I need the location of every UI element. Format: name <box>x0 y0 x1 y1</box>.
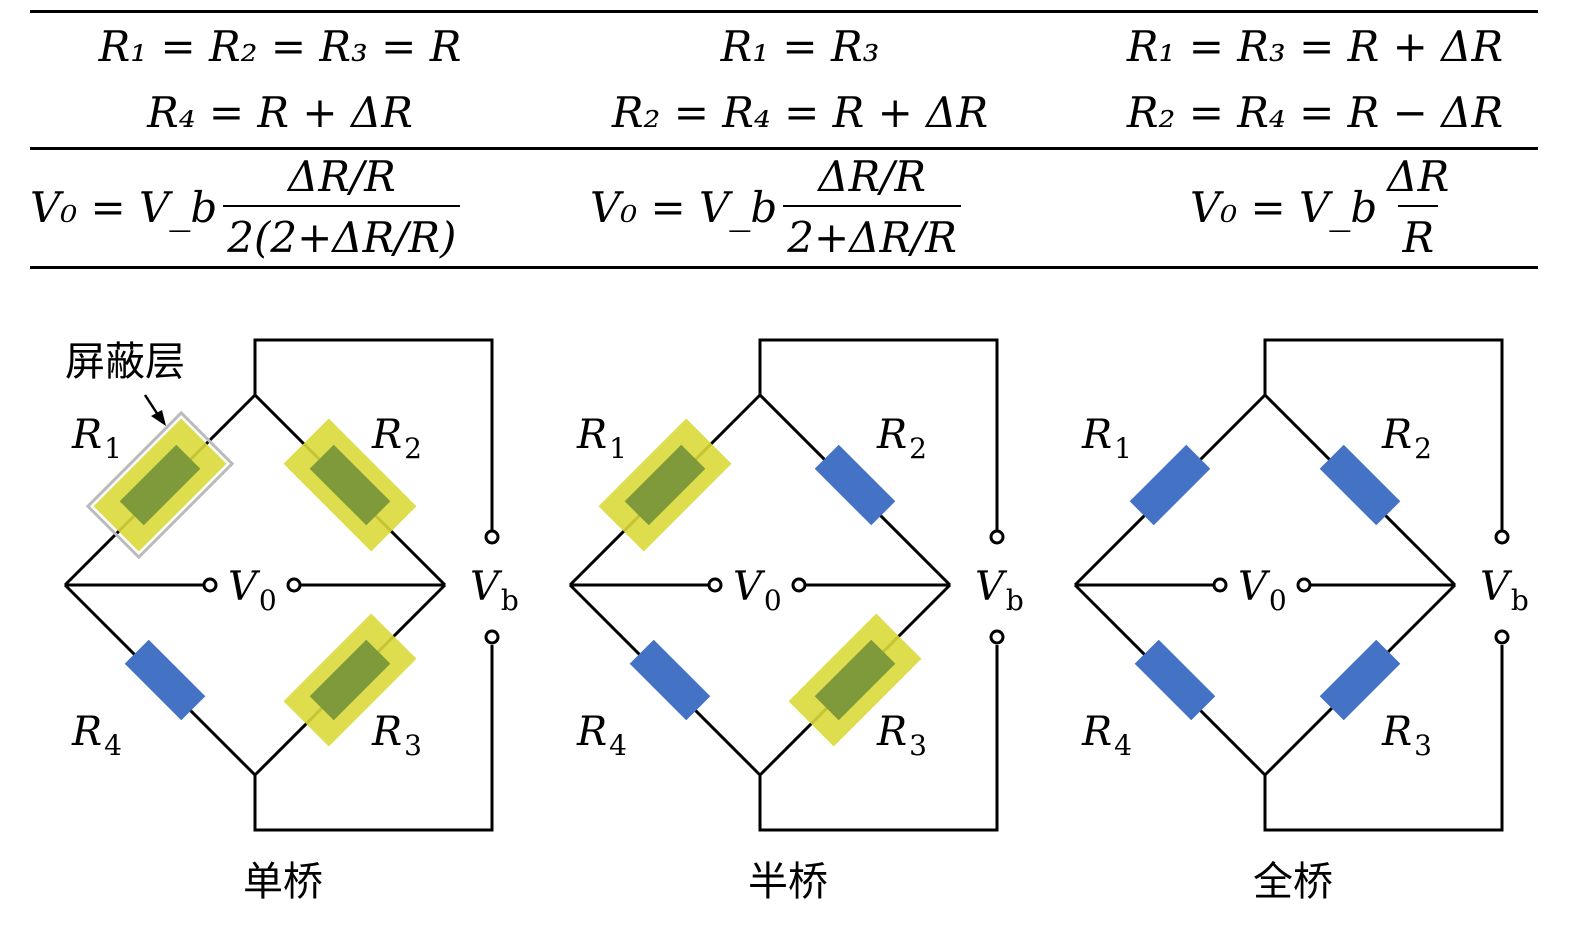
label-r3: R3 <box>876 709 927 762</box>
resistor-body <box>119 444 201 526</box>
label-r1: R1 <box>576 412 627 465</box>
bridge-2: 全桥 <box>1073 338 1510 905</box>
resistor-r2 <box>1319 444 1401 526</box>
resistor-r3 <box>1319 639 1401 721</box>
label-vb: Vb <box>975 564 1024 617</box>
formula-single: V₀ = V_b ΔR/R 2(2+ΔR/R) <box>30 152 461 262</box>
terminal-v0-right <box>1296 577 1312 593</box>
label-r3: R3 <box>1381 709 1432 762</box>
wire-excitation-bottom <box>1263 645 1504 832</box>
label-r4: R4 <box>576 709 627 762</box>
condition-half-line2: R₂ = R₄ = R + ΔR <box>611 88 989 137</box>
resistor-r1 <box>598 418 732 552</box>
resistor-body <box>814 639 896 721</box>
resistor-r3 <box>788 613 922 747</box>
resistor-r2 <box>814 444 896 526</box>
resistor-body <box>1129 444 1211 526</box>
label-r2: R2 <box>876 412 927 465</box>
formula-single-num: ΔR/R <box>287 152 396 201</box>
label-r1: R1 <box>71 412 122 465</box>
label-vb: Vb <box>470 564 519 617</box>
wire-excitation-top <box>758 338 999 530</box>
label-r2: R2 <box>371 412 422 465</box>
caption-2: 全桥 <box>1253 859 1333 905</box>
bridge-0: 单桥 屏蔽层 <box>63 338 500 905</box>
label-v0: V0 <box>1238 564 1287 617</box>
wire-excitation-top <box>1263 338 1504 530</box>
label-vb: Vb <box>1480 564 1529 617</box>
terminal-vb-bottom <box>484 629 500 645</box>
resistor-body <box>629 639 711 721</box>
formula-half-fraction: ΔR/R 2+ΔR/R <box>783 152 961 262</box>
terminal-v0-left <box>707 577 723 593</box>
label-r2: R2 <box>1381 412 1432 465</box>
formula-full-den: R <box>1398 205 1439 262</box>
bridge-1: 半桥 <box>568 338 1005 905</box>
resistor-r1 <box>85 410 235 560</box>
formula-half: V₀ = V_b ΔR/R 2+ΔR/R <box>590 152 961 262</box>
formula-full: V₀ = V_b ΔR R <box>1190 152 1453 262</box>
terminal-v0-right <box>791 577 807 593</box>
formula-half-num: ΔR/R <box>818 152 926 201</box>
caption-0: 单桥 <box>243 859 323 905</box>
formula-single-lhs: V₀ = V_b <box>30 182 218 232</box>
formula-half-den: 2+ΔR/R <box>783 205 961 262</box>
label-r3: R3 <box>371 709 422 762</box>
shield-layer-outline <box>85 410 235 560</box>
terminal-vb-top <box>484 529 500 545</box>
label-v0: V0 <box>228 564 277 617</box>
table-top-rule <box>30 10 1538 13</box>
terminal-v0-left <box>1212 577 1228 593</box>
resistor-body <box>1319 444 1401 526</box>
condition-full-line1: R₁ = R₃ = R + ΔR <box>1126 22 1504 71</box>
formula-full-lhs: V₀ = V_b <box>1190 182 1378 232</box>
shield-arrow-head <box>151 410 166 426</box>
formula-single-fraction: ΔR/R 2(2+ΔR/R) <box>223 152 461 262</box>
terminal-v0-right <box>286 577 302 593</box>
label-r4: R4 <box>71 709 122 762</box>
resistor-body <box>624 444 706 526</box>
shield-label: 屏蔽层 <box>65 339 185 385</box>
table-bottom-rule <box>30 266 1538 269</box>
condition-single-line1: R₁ = R₂ = R₃ = R <box>98 22 462 71</box>
resistor-r3 <box>283 613 417 747</box>
resistor-r4 <box>629 639 711 721</box>
resistor-r4 <box>1134 639 1216 721</box>
formula-full-num: ΔR <box>1387 152 1450 201</box>
wire-excitation-bottom <box>253 645 494 832</box>
condition-single-line2: R₄ = R + ΔR <box>147 88 413 137</box>
resistor-body <box>309 639 391 721</box>
resistor-r1 <box>1129 444 1211 526</box>
resistor-r2 <box>283 418 417 552</box>
formula-half-lhs: V₀ = V_b <box>590 182 778 232</box>
formula-single-den: 2(2+ΔR/R) <box>223 205 461 262</box>
table-mid-rule <box>30 147 1538 150</box>
terminal-vb-top <box>1494 529 1510 545</box>
resistor-r4 <box>124 639 206 721</box>
caption-1: 半桥 <box>748 859 828 905</box>
terminal-vb-bottom <box>989 629 1005 645</box>
condition-full-line2: R₂ = R₄ = R − ΔR <box>1126 88 1504 137</box>
formula-full-fraction: ΔR R <box>1383 152 1453 262</box>
resistor-body <box>309 444 391 526</box>
wire-excitation-top <box>253 338 494 530</box>
resistor-body <box>1319 639 1401 721</box>
terminal-vb-top <box>989 529 1005 545</box>
label-r1: R1 <box>1081 412 1132 465</box>
label-r4: R4 <box>1081 709 1132 762</box>
wire-excitation-bottom <box>758 645 999 832</box>
terminal-vb-bottom <box>1494 629 1510 645</box>
resistor-body <box>814 444 896 526</box>
condition-half-line1: R₁ = R₃ <box>720 22 880 71</box>
label-v0: V0 <box>733 564 782 617</box>
resistor-body <box>1134 639 1216 721</box>
resistor-body <box>124 639 206 721</box>
terminal-v0-left <box>202 577 218 593</box>
